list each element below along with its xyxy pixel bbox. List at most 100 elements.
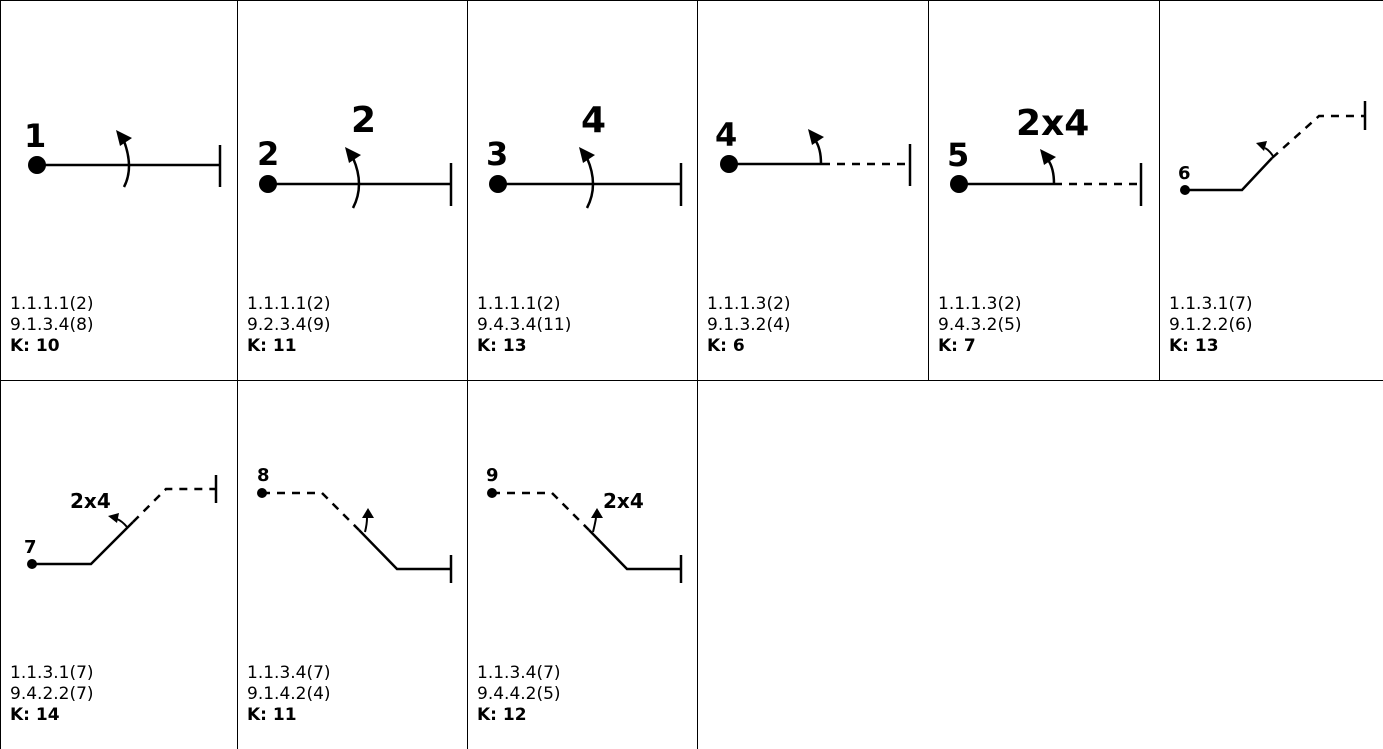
- diagram-number: 1: [24, 117, 46, 155]
- rotation-count-label: 2x4: [70, 489, 111, 513]
- k-prefix: K:: [10, 705, 30, 725]
- code-secondary: 9.1.3.2(4): [707, 315, 791, 335]
- code-primary: 1.1.3.4(7): [477, 663, 561, 683]
- k-value-line: K: 6: [707, 336, 791, 357]
- k-prefix: K:: [477, 705, 497, 725]
- rotation-count-label: 2: [351, 100, 376, 141]
- k-prefix: K:: [938, 336, 958, 356]
- k-prefix: K:: [707, 336, 727, 356]
- rotation-arrowhead: [116, 130, 132, 146]
- codes-block: 1.1.1.3(2) 9.4.3.2(5) K: 7: [938, 294, 1022, 357]
- diagram-cell-1: 1 1.1.1.1(2) 9.1.3.4(8) K: 10: [0, 0, 237, 380]
- k-prefix: K:: [247, 705, 267, 725]
- diagram-4-drawing: 4: [715, 116, 912, 186]
- codes-block: 1.1.1.1(2) 9.1.3.4(8) K: 10: [10, 294, 94, 357]
- rotation-arrowhead: [362, 508, 374, 518]
- k-value: 13: [1194, 336, 1219, 356]
- diagram-number: 2: [257, 135, 279, 173]
- diagram-cell-6: 6 1.1.3.1(7) 9.1.2.2(6) K: 13: [1159, 0, 1383, 380]
- k-value: 11: [272, 336, 297, 356]
- code-secondary: 9.2.3.4(9): [247, 315, 331, 335]
- diagram-number: 3: [486, 135, 508, 173]
- solid-path: [32, 521, 134, 566]
- k-prefix: K:: [477, 336, 497, 356]
- code-secondary: 9.1.4.2(4): [247, 684, 331, 704]
- diagram-8-drawing: 8: [257, 465, 453, 583]
- solid-path: [588, 529, 681, 571]
- diagram-number: 8: [257, 465, 270, 486]
- k-value: 6: [732, 336, 745, 356]
- k-prefix: K:: [10, 336, 30, 356]
- code-secondary: 9.4.2.2(7): [10, 684, 94, 704]
- diagram-6-drawing: 6: [1178, 101, 1367, 195]
- rotation-count-label: 2x4: [1016, 103, 1089, 144]
- k-value: 10: [35, 336, 60, 356]
- codes-block: 1.1.3.1(7) 9.1.2.2(6) K: 13: [1169, 294, 1253, 357]
- code-primary: 1.1.3.1(7): [1169, 294, 1253, 314]
- codes-block: 1.1.1.1(2) 9.2.3.4(9) K: 11: [247, 294, 331, 357]
- diagram-cell-7: 7 2x4 1.1.3.1(7) 9.4.2.2(7) K: 14: [0, 380, 237, 749]
- diagram-number: 6: [1178, 163, 1191, 184]
- diagram-5-drawing: 5 2x4: [947, 103, 1143, 206]
- rotation-arrowhead: [1040, 149, 1056, 165]
- code-primary: 1.1.3.1(7): [10, 663, 94, 683]
- diagram-1-drawing: 1: [24, 117, 222, 188]
- k-prefix: K:: [1169, 336, 1189, 356]
- k-value: 11: [272, 705, 297, 725]
- diagram-cell-2: 2 2 1.1.1.1(2) 9.2.3.4(9) K: 11: [237, 0, 467, 380]
- k-value-line: K: 13: [477, 336, 571, 357]
- diagram-number: 9: [486, 465, 499, 486]
- diagram-cell-9: 9 2x4 1.1.3.4(7) 9.4.4.2(5) K: 12: [467, 380, 697, 749]
- code-primary: 1.1.1.1(2): [10, 294, 94, 314]
- diagram-cell-4: 4 1.1.1.3(2) 9.1.3.2(4) K: 6: [697, 0, 928, 380]
- k-value: 13: [502, 336, 527, 356]
- codes-block: 1.1.3.4(7) 9.1.4.2(4) K: 11: [247, 663, 331, 726]
- k-value: 14: [35, 705, 60, 725]
- dashed-path: [1271, 114, 1365, 159]
- code-primary: 1.1.1.1(2): [477, 294, 561, 314]
- k-value-line: K: 7: [938, 336, 1022, 357]
- diagram-cell-8: 8 1.1.3.4(7) 9.1.4.2(4) K: 11: [237, 380, 467, 749]
- solid-path: [358, 529, 451, 571]
- rotation-arrowhead: [345, 147, 361, 163]
- rotation-arc: [1264, 147, 1274, 157]
- k-value: 12: [502, 705, 527, 725]
- rotation-arrowhead: [579, 147, 595, 163]
- rotation-count-label: 4: [581, 100, 606, 141]
- k-value-line: K: 12: [477, 705, 561, 726]
- rotation-arrowhead: [808, 129, 824, 145]
- code-secondary: 9.4.3.4(11): [477, 315, 572, 335]
- diagram-2-drawing: 2 2: [257, 100, 453, 209]
- diagram-number: 4: [715, 116, 737, 154]
- k-value-line: K: 14: [10, 705, 94, 726]
- diagram-7-drawing: 7 2x4: [24, 475, 218, 569]
- code-primary: 1.1.1.3(2): [707, 294, 791, 314]
- dashed-path: [132, 487, 216, 523]
- diagram-cell-3: 3 4 1.1.1.1(2) 9.4.3.4(11) K: 13: [467, 0, 697, 380]
- code-secondary: 9.4.4.2(5): [477, 684, 561, 704]
- rotation-arc: [116, 518, 128, 528]
- dashed-path: [492, 491, 590, 531]
- rotation-arrowhead: [1256, 141, 1267, 151]
- k-value-line: K: 11: [247, 705, 331, 726]
- rotation-count-label: 2x4: [603, 489, 644, 513]
- rotation-arc: [364, 517, 368, 533]
- rotation-arc: [592, 517, 597, 533]
- k-value: 7: [963, 336, 976, 356]
- code-secondary: 9.4.3.2(5): [938, 315, 1022, 335]
- diagram-cell-5: 5 2x4 1.1.1.3(2) 9.4.3.2(5) K: 7: [928, 0, 1159, 380]
- rotation-arrowhead: [108, 513, 119, 523]
- code-primary: 1.1.3.4(7): [247, 663, 331, 683]
- k-value-line: K: 11: [247, 336, 331, 357]
- solid-path: [1185, 157, 1273, 192]
- diagram-3-drawing: 3 4: [486, 100, 683, 209]
- code-primary: 1.1.1.3(2): [938, 294, 1022, 314]
- rotation-arrowhead: [591, 508, 603, 518]
- code-secondary: 9.1.3.4(8): [10, 315, 94, 335]
- rotation-arc: [585, 157, 595, 209]
- code-secondary: 9.1.2.2(6): [1169, 315, 1253, 335]
- rotation-arc: [1046, 159, 1056, 185]
- codes-block: 1.1.3.1(7) 9.4.2.2(7) K: 14: [10, 663, 94, 726]
